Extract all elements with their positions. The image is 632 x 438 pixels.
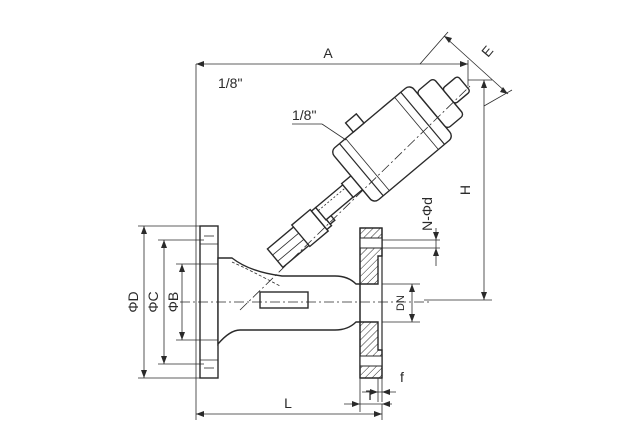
stem-assembly <box>266 165 375 269</box>
label-L: L <box>284 395 292 411</box>
dimension-L: L <box>196 395 383 420</box>
right-flange-section <box>359 227 383 379</box>
flow-port <box>259 291 309 309</box>
valve-body <box>217 257 361 346</box>
dimension-T: T <box>344 378 392 412</box>
dimension-phiD: ΦD <box>125 225 200 379</box>
pneumatic-actuator <box>332 76 470 202</box>
dimension-A: A <box>195 45 469 420</box>
label-N-phid: N-Φd <box>419 197 435 231</box>
label-phiD: ΦD <box>125 291 141 312</box>
label-H: H <box>457 185 473 195</box>
label-E: E <box>478 42 496 59</box>
dimension-N-phid: N-Φd <box>382 197 440 266</box>
dimension-phiC: ΦC <box>145 239 204 365</box>
dimension-phiB: ΦB <box>165 263 218 341</box>
port-side-callout: 1/8" <box>292 107 347 141</box>
dimension-f: f <box>362 369 404 402</box>
label-T: T <box>366 387 375 403</box>
dimension-H: H <box>424 79 492 301</box>
label-DN: DN <box>395 295 407 311</box>
label-f: f <box>400 369 404 385</box>
label-phiC: ΦC <box>145 291 161 312</box>
label-phiB: ΦB <box>165 292 181 313</box>
center-lines <box>180 85 471 311</box>
label-A: A <box>323 45 333 61</box>
label-port-side: 1/8" <box>292 107 316 123</box>
label-port-top: 1/8" <box>218 75 242 91</box>
dimension-DN: DN <box>382 283 420 323</box>
